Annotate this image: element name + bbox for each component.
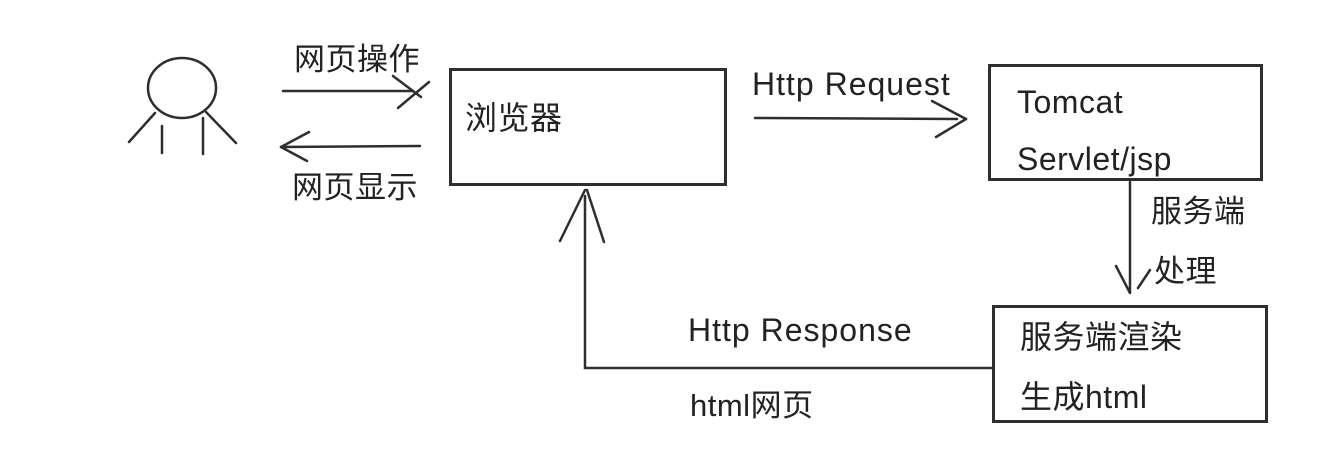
server-render-node-label-line1: 服务端渲染 [1020, 319, 1183, 355]
user-stick-figure-icon [127, 56, 238, 156]
edge-label-http-response: Http Response [688, 312, 913, 348]
arrow-ssr-to-browser [558, 188, 994, 370]
server-render-node-label-line2: 生成html [1020, 379, 1148, 415]
browser-node: 浏览器 [449, 68, 727, 186]
browser-node-label: 浏览器 [465, 100, 563, 136]
arrow-tomcat-to-ssr [1114, 180, 1152, 295]
edge-label-http-request: Http Request [752, 66, 951, 102]
tomcat-node-label-line1: Tomcat [1017, 84, 1124, 120]
edge-label-web-operation: 网页操作 [294, 42, 420, 77]
tomcat-node-label-line2: Servlet/jsp [1017, 141, 1172, 177]
arrow-user-to-browser [281, 74, 431, 110]
arrow-browser-to-user [279, 130, 422, 163]
arrow-browser-to-tomcat [753, 99, 968, 139]
edge-label-server-side: 服务端 [1151, 194, 1246, 229]
edge-label-web-display: 网页显示 [292, 170, 418, 205]
tomcat-node: Tomcat Servlet/jsp [988, 64, 1263, 181]
edge-label-process: 处理 [1154, 254, 1217, 289]
server-render-node: 服务端渲染 生成html [992, 305, 1268, 423]
edge-label-html-page: html网页 [690, 388, 814, 423]
